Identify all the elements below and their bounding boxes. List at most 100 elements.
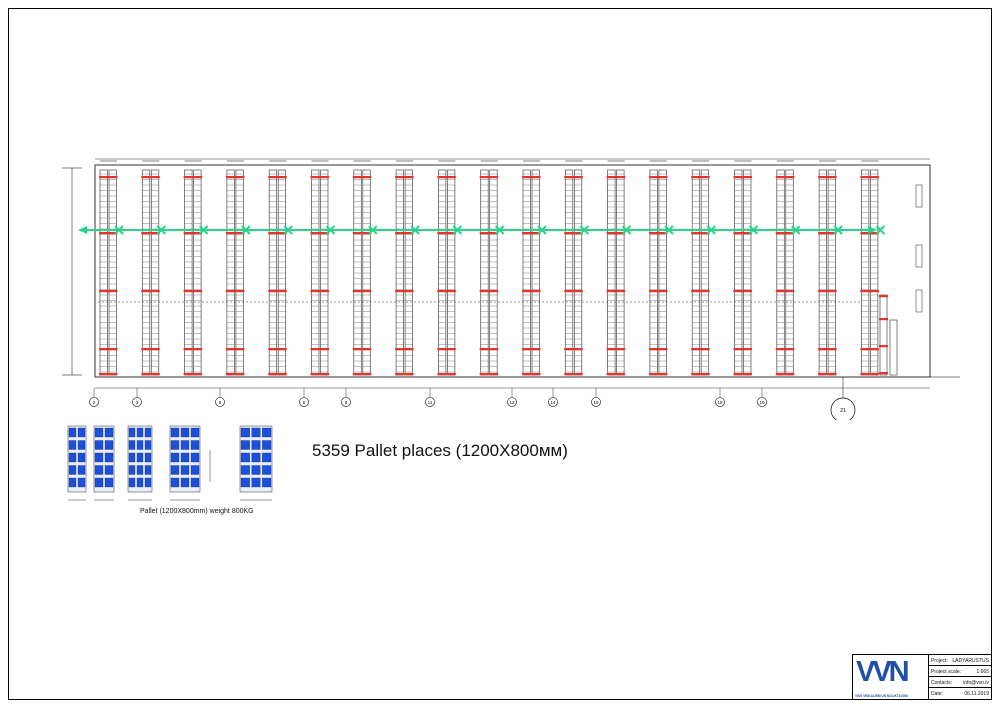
beam-end-marker bbox=[522, 232, 532, 235]
rack-row bbox=[235, 169, 244, 376]
beam-end-marker bbox=[531, 373, 541, 376]
beam-end-marker bbox=[183, 373, 194, 376]
title-row-value: LADYARUSTUS bbox=[952, 658, 989, 664]
beam-end-marker bbox=[700, 232, 710, 235]
beam-end-marker bbox=[395, 373, 405, 376]
legend-pallet bbox=[77, 427, 86, 438]
beam-end-marker bbox=[775, 348, 786, 351]
beam-end-marker bbox=[234, 232, 245, 235]
beam-end-marker bbox=[818, 176, 828, 179]
legend-pallet bbox=[251, 427, 261, 438]
title-row-value: info@vvn.lv bbox=[963, 680, 989, 686]
beam-end-marker bbox=[691, 232, 701, 235]
beam-end-marker bbox=[784, 232, 795, 235]
legend-pallet bbox=[128, 477, 136, 488]
rack-row bbox=[184, 169, 193, 376]
beam-end-marker bbox=[437, 176, 447, 179]
beam-end-marker bbox=[150, 348, 160, 351]
aisle-cross-marker bbox=[706, 225, 716, 235]
beam-end-marker bbox=[742, 348, 752, 351]
beam-end-marker bbox=[404, 176, 414, 179]
beam-end-marker bbox=[108, 373, 118, 376]
legend-pallet bbox=[104, 477, 114, 488]
beam-end-marker bbox=[192, 232, 203, 235]
beam-end-marker bbox=[234, 348, 245, 351]
rack-row bbox=[404, 169, 413, 376]
beam-end-marker bbox=[479, 232, 490, 235]
beam-end-marker bbox=[564, 348, 574, 351]
beam-end-marker bbox=[860, 373, 870, 376]
beam-end-marker bbox=[395, 348, 405, 351]
rack-row bbox=[861, 169, 870, 376]
legend-pallet bbox=[68, 465, 77, 475]
beam-end-marker bbox=[869, 290, 879, 293]
legend-pallet bbox=[77, 452, 86, 463]
beam-end-marker bbox=[395, 232, 405, 235]
beam-end-marker bbox=[192, 176, 203, 179]
beam-end-marker bbox=[404, 373, 414, 376]
drawing-frame bbox=[8, 8, 992, 700]
rack-row bbox=[827, 169, 836, 376]
beam-end-marker bbox=[234, 176, 245, 179]
legend-pallet bbox=[94, 440, 104, 450]
beam-end-marker bbox=[361, 348, 372, 351]
beam-end-marker bbox=[183, 290, 194, 293]
beam-end-marker bbox=[742, 290, 752, 293]
beam-end-marker bbox=[479, 373, 490, 376]
aisle-marker-label: 11 bbox=[428, 400, 433, 405]
beam-end-marker bbox=[879, 318, 888, 321]
rack-row bbox=[226, 169, 235, 376]
beam-end-marker bbox=[531, 176, 541, 179]
legend-pallet bbox=[170, 465, 180, 475]
rack-row bbox=[489, 169, 498, 376]
beam-end-marker bbox=[657, 176, 668, 179]
rack-row bbox=[268, 169, 278, 376]
rack-row bbox=[141, 169, 151, 376]
beam-end-marker bbox=[277, 348, 287, 351]
beam-end-marker bbox=[879, 372, 888, 375]
legend-pallet bbox=[94, 477, 104, 488]
beam-end-marker bbox=[827, 176, 837, 179]
beam-end-marker bbox=[141, 348, 151, 351]
legend-pallet bbox=[251, 452, 261, 463]
beam-end-marker bbox=[648, 348, 659, 351]
legend-pallet bbox=[68, 440, 77, 450]
title-row-value: 06.11.2019 bbox=[964, 691, 989, 697]
beam-end-marker bbox=[437, 348, 447, 351]
beam-end-marker bbox=[277, 373, 287, 376]
aisle-marker-label: 14 bbox=[550, 400, 556, 405]
legend-pallet bbox=[77, 477, 86, 488]
title-row-label: Contacts: bbox=[931, 680, 953, 686]
beam-end-marker bbox=[361, 232, 372, 235]
rack-row bbox=[649, 169, 658, 376]
rack-row bbox=[447, 169, 456, 376]
beam-end-marker bbox=[573, 373, 583, 376]
beam-end-marker bbox=[648, 232, 659, 235]
beam-end-marker bbox=[150, 232, 160, 235]
beam-end-marker bbox=[522, 373, 532, 376]
beam-end-marker bbox=[234, 373, 245, 376]
beam-end-marker bbox=[784, 176, 795, 179]
legend-pallet bbox=[128, 465, 136, 475]
beam-end-marker bbox=[150, 176, 160, 179]
legend-caption: Pallet (1200X800mm) weight 800KG bbox=[140, 508, 254, 515]
beam-end-marker bbox=[531, 348, 541, 351]
legend-pallet bbox=[251, 477, 261, 488]
beam-end-marker bbox=[860, 176, 870, 179]
legend-pallet bbox=[94, 465, 104, 475]
legend-pallet bbox=[104, 465, 114, 475]
legend-pallet bbox=[240, 427, 250, 438]
aisle-cross-marker bbox=[156, 225, 167, 235]
rack-row bbox=[277, 169, 287, 376]
beam-end-marker bbox=[446, 176, 456, 179]
beam-end-marker bbox=[648, 290, 659, 293]
aisle-cross-marker bbox=[283, 225, 293, 235]
legend-pallet bbox=[240, 440, 250, 450]
beam-end-marker bbox=[183, 232, 194, 235]
legend-pallet bbox=[251, 440, 261, 450]
beam-end-marker bbox=[192, 290, 203, 293]
legend-pallet bbox=[170, 477, 180, 488]
beam-end-marker bbox=[268, 373, 278, 376]
aisle-cross-marker bbox=[579, 225, 590, 235]
beam-end-marker bbox=[488, 373, 499, 376]
